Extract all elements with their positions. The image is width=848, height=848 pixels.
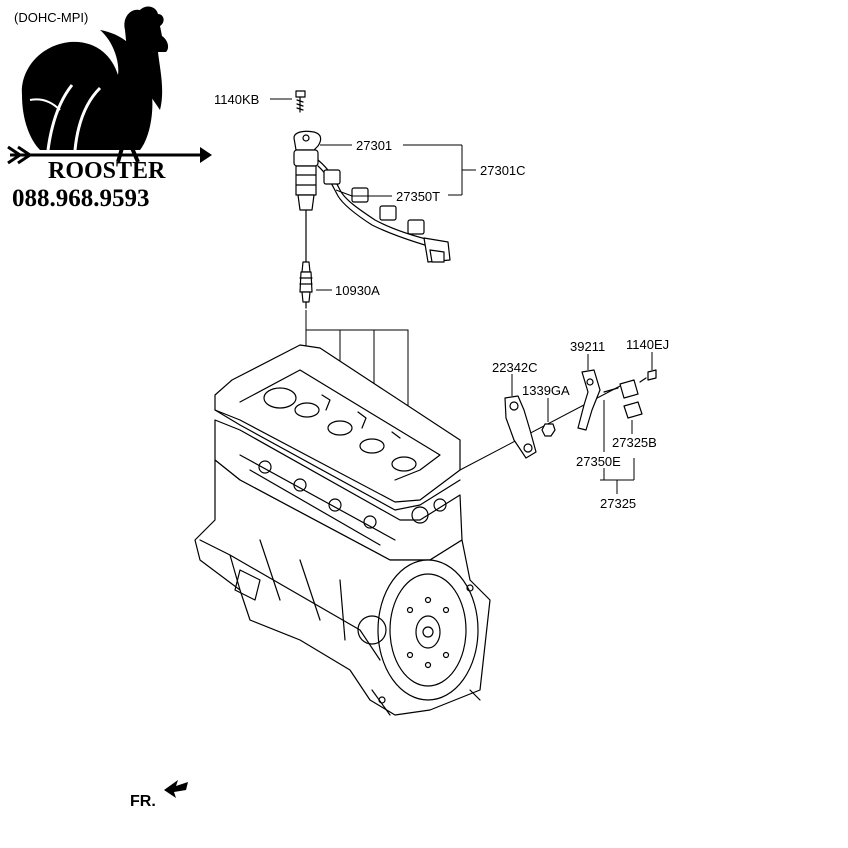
label-39211: 39211 bbox=[570, 339, 605, 354]
front-direction-indicator: FR. bbox=[130, 780, 188, 810]
bolt-1140ej bbox=[639, 369, 657, 383]
label-1140kb: 1140KB bbox=[214, 92, 259, 107]
label-27350t: 27350T bbox=[396, 189, 440, 204]
label-27301c: 27301C bbox=[480, 163, 526, 178]
rooster-logo: ROOSTER 088.968.9593 bbox=[7, 6, 212, 212]
label-1339ga: 1339GA bbox=[522, 383, 570, 398]
connector-27325b bbox=[623, 401, 643, 419]
engine-assembly bbox=[194, 344, 491, 716]
label-1140ej: 1140EJ bbox=[626, 337, 669, 352]
front-arrow-icon bbox=[164, 780, 188, 798]
nut-1339ga bbox=[541, 423, 556, 437]
bolt-1140kb bbox=[295, 90, 306, 113]
sensor-27350e bbox=[603, 379, 639, 399]
brand-name: ROOSTER bbox=[48, 158, 166, 184]
brand-phone: 088.968.9593 bbox=[12, 185, 150, 212]
label-27350e: 27350E bbox=[576, 454, 621, 469]
label-27325: 27325 bbox=[600, 496, 636, 511]
coil-wire-harness bbox=[317, 159, 451, 263]
bracket-22342c bbox=[504, 395, 537, 459]
label-10930a: 10930A bbox=[335, 283, 380, 298]
engine-type-label: (DOHC-MPI) bbox=[14, 10, 89, 25]
label-27301: 27301 bbox=[356, 138, 392, 153]
label-27325b: 27325B bbox=[612, 435, 657, 450]
bracket-39211 bbox=[577, 369, 601, 431]
ignition-coil bbox=[293, 130, 322, 263]
front-label: FR. bbox=[130, 793, 156, 810]
label-22342c: 22342C bbox=[492, 360, 538, 375]
spark-plug bbox=[299, 261, 313, 309]
